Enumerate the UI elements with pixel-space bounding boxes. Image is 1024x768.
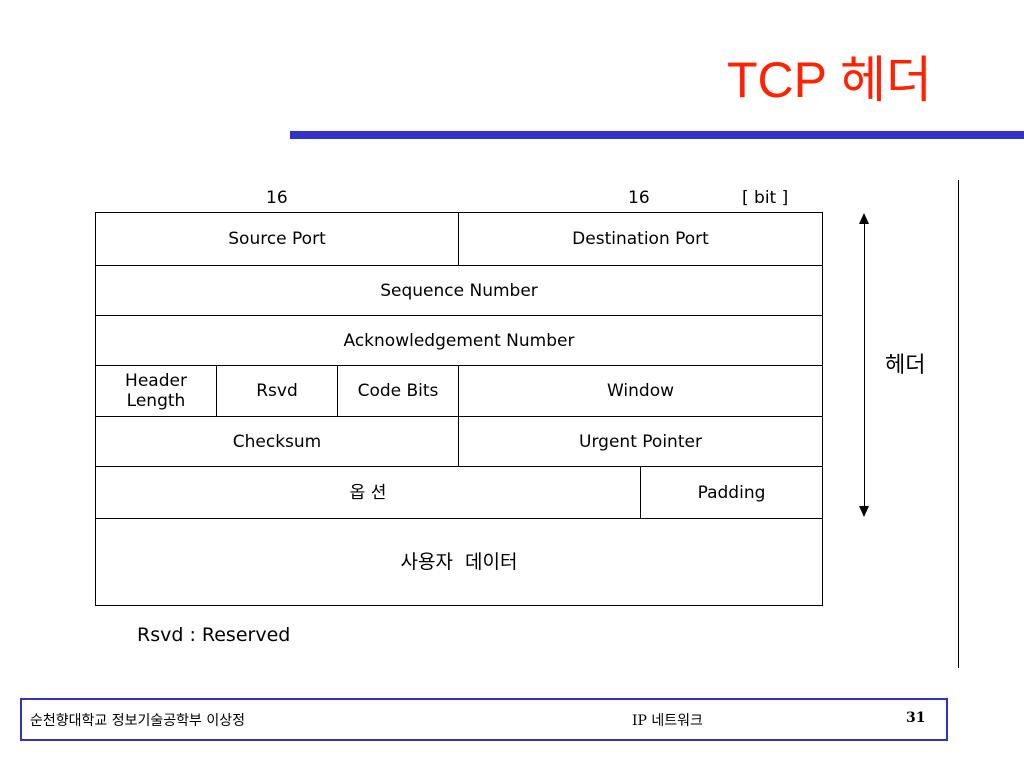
footer-course: IP 네트워크	[632, 713, 703, 729]
field-options: 옵 션	[96, 467, 641, 519]
field-padding: Padding	[641, 467, 822, 519]
header-side-label: 헤더	[885, 353, 926, 378]
field-window: Window	[459, 366, 822, 417]
field-header-length: Header Length	[96, 366, 217, 417]
bit-unit-label: [ bit ]	[742, 188, 789, 208]
slide-title: TCP 헤더	[727, 52, 932, 108]
field-rsvd: Rsvd	[217, 366, 338, 417]
bit-label-left: 16	[266, 188, 288, 208]
field-destination-port: Destination Port	[459, 213, 822, 266]
bit-label-right: 16	[628, 188, 650, 208]
field-user-data: 사용자 데이터	[400, 551, 518, 573]
field-code-bits: Code Bits	[338, 366, 459, 417]
footer-page-number: 31	[906, 710, 926, 726]
title-underline	[290, 131, 1024, 139]
vertical-divider	[958, 180, 959, 668]
tcp-header-diagram: Source Port Destination Port Sequence Nu…	[95, 212, 823, 606]
field-source-port: Source Port	[96, 213, 459, 266]
arrow-up-icon	[859, 213, 869, 224]
header-span-arrow	[864, 224, 865, 506]
arrow-down-icon	[859, 506, 869, 517]
rsvd-note: Rsvd : Reserved	[137, 624, 291, 646]
field-sequence-number: Sequence Number	[96, 266, 822, 316]
field-checksum: Checksum	[96, 417, 459, 467]
slide-footer: 순천향대학교 정보기술공학부 이상정 IP 네트워크 31	[20, 698, 948, 741]
field-acknowledgement-number: Acknowledgement Number	[96, 316, 822, 366]
footer-author: 순천향대학교 정보기술공학부 이상정	[30, 713, 245, 729]
field-urgent-pointer: Urgent Pointer	[459, 417, 822, 467]
